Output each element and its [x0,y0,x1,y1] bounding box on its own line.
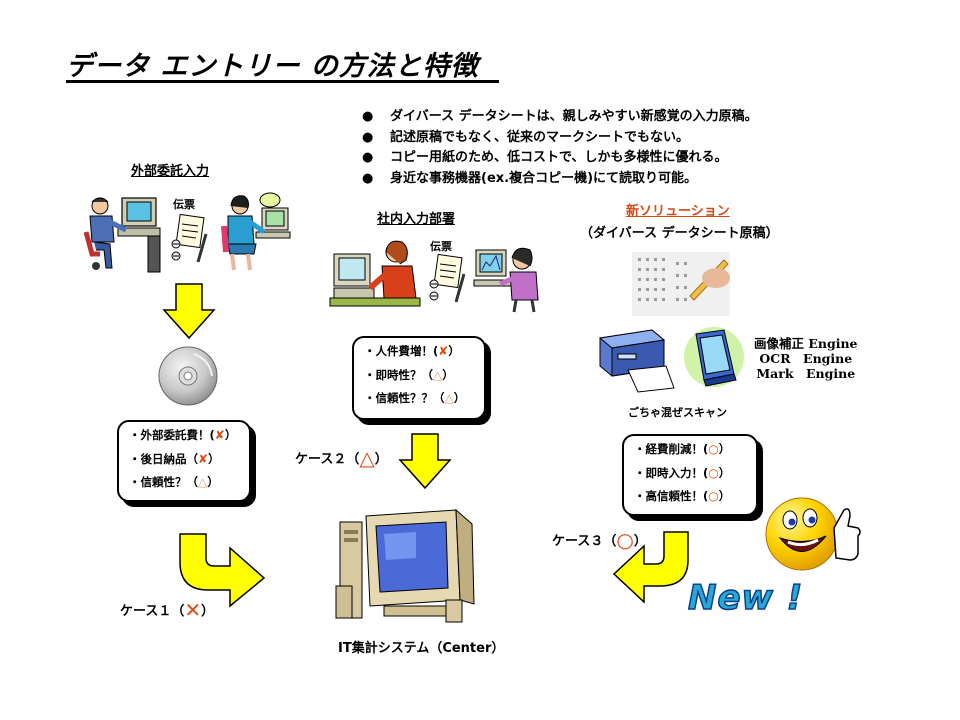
inhouse-operator-illustration [473,247,539,313]
issue-item: ・信頼性？（△） [129,471,239,495]
solution-subheading: （ダイバース データシート原稿） [580,226,779,241]
bullet-item: ●記述原稿でもなく、従来のマークシートでもない。 [362,128,758,149]
issue-item: ・即時性？（△） [364,364,474,388]
circle-mark-icon: ○ [616,528,634,552]
issue-item: ・後日納品（✘） [129,448,239,472]
outsource-worker-illustration [83,197,161,273]
issue-item: ・外部委託費！(✘） [129,424,239,448]
scanner-printer-icon [598,329,675,393]
center-computer-icon [335,508,475,623]
issue-item: ・信頼性？？（△） [364,387,474,411]
inhouse-slip-label: 伝票 [430,240,452,253]
triangle-mark-icon: △ [198,475,208,489]
issue-item: ・人件費増！(✘） [364,340,474,364]
smiley-thumbs-up-icon [765,497,861,571]
inhouse-worker-illustration [329,240,421,307]
inhouse-heading: 社内入力部署 [377,212,456,227]
case-1-label: ケース１（✕） [120,598,215,622]
flow-arrow-down [398,433,452,490]
triangle-mark-icon: △ [433,367,443,382]
circle-mark-icon: ○ [708,489,719,503]
triangle-mark-icon: △ [444,391,454,405]
scan-label: ごちゃ混ぜスキャン [628,406,727,419]
flow-arrow-down [162,283,216,340]
flow-arrow-curved-right [179,533,266,608]
outsource-issues-box: ・外部委託費！(✘） ・後日納品（✘） ・信頼性？（△） [117,420,251,502]
outsource-heading: 外部委託入力 [131,164,210,179]
outsource-slip-label: 伝票 [173,198,195,211]
engine-list: 画像補正 Engine OCR Engine Mark Engine [754,336,858,381]
circle-mark-icon: ○ [708,465,719,480]
engine-item: Mark Engine [756,366,856,381]
cross-mark-icon: ✕ [184,598,202,622]
slip-document-icon [171,213,208,263]
bullet-dot-icon: ● [362,150,374,165]
flow-arrow-curved-left [612,531,689,604]
inhouse-issues-box: ・人件費増！(✘） ・即時性？（△） ・信頼性？？（△） [352,336,486,420]
triangle-mark-icon: △ [359,446,375,470]
bullet-item: ●コピー用紙のため、低コストで、しかも多様性に優れる。 [362,148,758,169]
center-label: IT集計システム（Center） [338,641,505,656]
page-title: データ エントリー の方法と特徴 [66,51,479,82]
benefit-item: ・高信頼性！(○） [634,485,746,509]
cross-mark-icon: ✘ [198,451,209,466]
feature-bullets: ●ダイバース データシートは、親しみやすい新感覚の入力原稿。 ●記述原稿でもなく… [362,107,758,189]
circle-mark-icon: ○ [708,442,719,456]
slip-document-icon [429,253,466,303]
case-3-label: ケース３（○） [552,528,647,552]
engine-item: 画像補正 Engine [754,336,858,351]
datasheet-photo [632,252,730,316]
cross-mark-icon: ✘ [214,428,225,442]
cross-mark-icon: ✘ [438,344,449,358]
benefit-item: ・経費削減！(○） [634,438,746,462]
solution-benefits-box: ・経費削減！(○） ・即時入力！(○） ・高信頼性！(○） [622,434,758,516]
title-underline [66,80,499,83]
new-badge: New ! [687,577,804,619]
cd-disc-icon [158,346,218,406]
bullet-dot-icon: ● [362,109,374,124]
bullet-dot-icon: ● [362,129,374,145]
outsource-operator-illustration [221,192,291,271]
bullet-dot-icon: ● [362,170,374,186]
solution-heading: 新ソリューション [626,204,730,219]
flatbed-scanner-icon [684,327,744,387]
case-2-label: ケース２（△） [295,446,388,470]
bullet-item: ●ダイバース データシートは、親しみやすい新感覚の入力原稿。 [362,107,758,128]
engine-item: OCR Engine [759,351,853,366]
benefit-item: ・即時入力！(○） [634,462,746,486]
bullet-item: ●身近な事務機器(ex.複合コピー機)にて読取り可能。 [362,169,758,190]
